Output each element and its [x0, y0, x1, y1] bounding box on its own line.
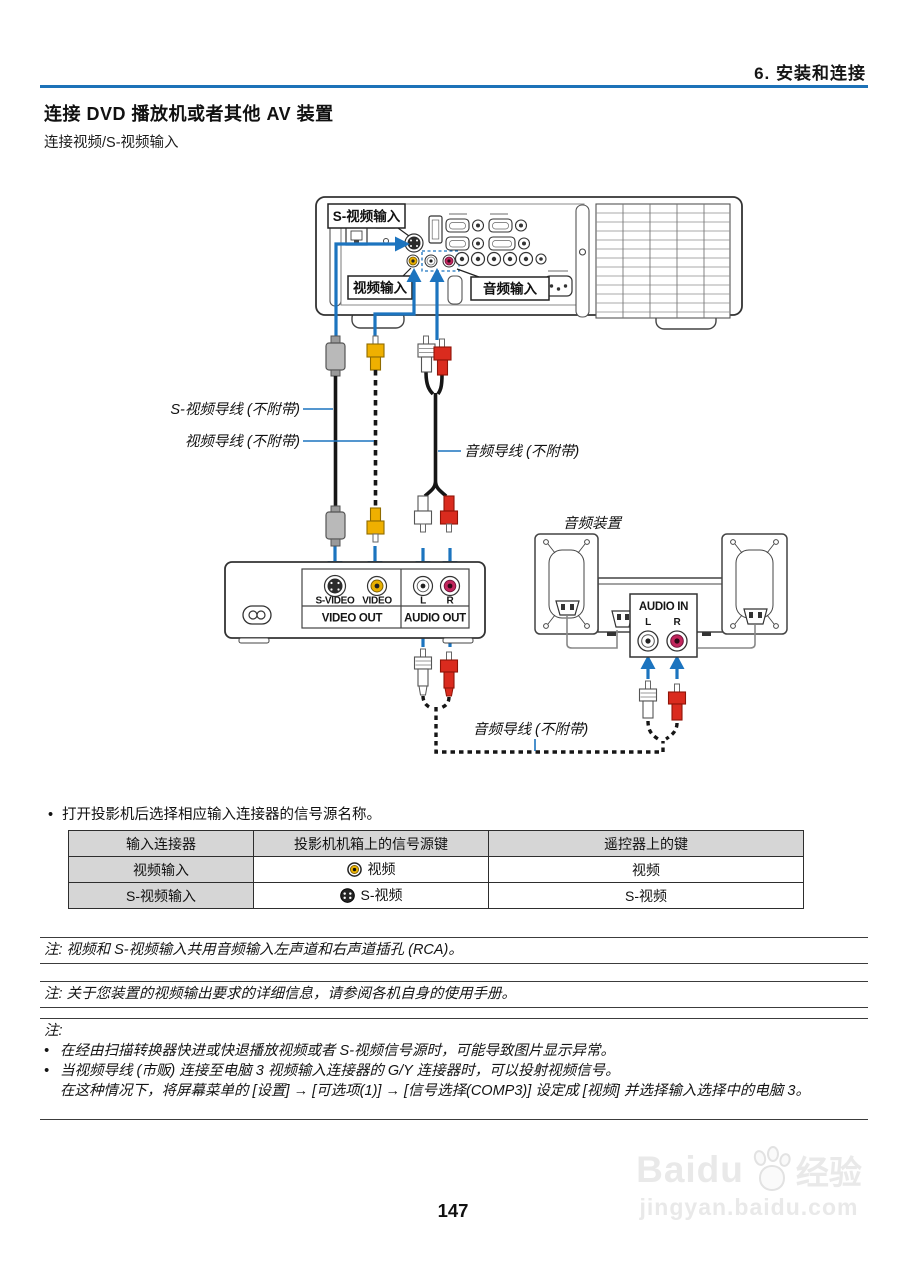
- dvd-s-video-jack-icon: [323, 574, 347, 598]
- blue-connection-arrows: [334, 242, 439, 340]
- audio-cable: [413, 335, 459, 533]
- audio-in-l-jack-icon: [637, 630, 659, 652]
- callout-video-input: 视频输入: [347, 267, 413, 300]
- note-3-label: 注:: [44, 1023, 63, 1039]
- row-source-button: 视频: [367, 861, 396, 878]
- note-rule: [40, 963, 868, 965]
- audio-cable-bottom-label: 音频导线 (不附带): [473, 721, 588, 738]
- col-header-source-button: 投影机机箱上的信号源键: [253, 830, 489, 857]
- table-row-video: 视频输入 视频 视频: [68, 856, 804, 883]
- note-3-bullet-2: • 当视频导线 (市贩) 连接至电脑 3 视频输入连接器的 G/Y 连接器时，可…: [44, 1063, 620, 1079]
- note-rule: [40, 1119, 868, 1121]
- video-rca-icon: [346, 861, 362, 877]
- audio-cable-to-speakers: 音频导线 (不附带): [413, 648, 687, 754]
- s-video-cable-label: S-视频导线 (不附带): [170, 401, 300, 418]
- note-rule: [40, 1018, 868, 1020]
- instruction-line: • 打开投影机后选择相应输入连接器的信号源名称。: [48, 803, 381, 824]
- callout-s-video-input: S-视频输入: [327, 203, 410, 237]
- svg-text:音频输入: 音频输入: [483, 281, 537, 297]
- audio-equipment-illustration: 音频装置: [534, 515, 788, 658]
- svg-text:VIDEO OUT: VIDEO OUT: [322, 613, 383, 625]
- dvd-audio-l-jack-icon: [412, 575, 434, 597]
- video-cable-label: 视频导线 (不附带): [185, 433, 300, 450]
- header-rule: [40, 85, 868, 88]
- note-1: 注: 视频和 S-视频输入共用音频输入左声道和右声道插孔 (RCA)。: [44, 942, 463, 958]
- chapter-header: 6. 安装和连接: [754, 64, 866, 83]
- callout-audio-input: 音频输入: [456, 268, 550, 301]
- watermark-url: jingyan.baidu.com: [639, 1194, 859, 1220]
- svg-text:S-VIDEO: S-VIDEO: [315, 596, 355, 607]
- row-connector: 视频输入: [68, 856, 254, 883]
- projector-illustration: S-视频输入 视频输入 音频输入: [315, 196, 743, 330]
- audio-in-panel: AUDIO IN L R: [629, 593, 698, 658]
- svg-text:VIDEO: VIDEO: [362, 596, 392, 607]
- svg-text:L: L: [645, 617, 651, 628]
- audio-equipment-label: 音频装置: [563, 515, 622, 532]
- row-remote-key: S-视频: [488, 882, 804, 909]
- svg-text:AUDIO IN: AUDIO IN: [639, 601, 688, 613]
- watermark-brand-cn: 经验: [795, 1154, 862, 1191]
- bullet-glyph: •: [48, 807, 54, 823]
- note-3-bullet-1: • 在经由扫描转换器快进或快退播放视频或者 S-视频信号源时，可能导致图片显示异…: [44, 1043, 616, 1059]
- page-subtitle: 连接视频/S-视频输入: [44, 135, 179, 151]
- note-3-bullet-2-continuation: 在这种情况下，将屏幕菜单的 [设置] → [可选项(1)] → [信号选择(CO…: [60, 1083, 810, 1099]
- dvd-video-jack-icon: [366, 575, 388, 597]
- watermark-brand: Baidu: [636, 1149, 744, 1190]
- note-2: 注: 关于您装置的视频输出要求的详细信息，请参阅各机自身的使用手册。: [44, 986, 517, 1002]
- cable-labels: S-视频导线 (不附带) 视频导线 (不附带) 音频导线 (不附带): [170, 401, 579, 460]
- page-number: 147: [437, 1200, 469, 1221]
- dvd-player-illustration: S-VIDEO VIDEO L R VIDEO OUT AUDIO OUT: [224, 561, 486, 644]
- audio-l-port-icon: [424, 254, 438, 268]
- note-rule: [40, 1007, 868, 1009]
- baidu-paw-icon: [753, 1146, 791, 1192]
- video-rca-port-icon: [406, 254, 420, 268]
- signal-source-table: 输入连接器 投影机机箱上的信号源键 遥控器上的键 视频输入 视频 视频 S-视频…: [68, 830, 804, 909]
- audio-r-port-icon: [442, 254, 456, 268]
- page-title: 连接 DVD 播放机或者其他 AV 装置: [44, 104, 334, 124]
- table-header-row: 输入连接器 投影机机箱上的信号源键 遥控器上的键: [68, 830, 804, 857]
- svg-text:S-视频输入: S-视频输入: [333, 208, 401, 224]
- baidu-watermark: Baidu 经验 jingyan.baidu.com: [596, 1146, 902, 1221]
- s-video-port-icon: [404, 233, 424, 253]
- video-cable: [366, 335, 385, 543]
- col-header-connector: 输入连接器: [68, 830, 254, 857]
- svg-text:AUDIO OUT: AUDIO OUT: [404, 613, 466, 625]
- note-3: 注: • 在经由扫描转换器快进或快退播放视频或者 S-视频信号源时，可能导致图片…: [44, 1021, 860, 1101]
- dvd-audio-r-jack-icon: [439, 575, 461, 597]
- svg-text:视频输入: 视频输入: [353, 280, 407, 296]
- col-header-remote-key: 遥控器上的键: [488, 830, 804, 857]
- svg-text:R: R: [447, 596, 455, 607]
- audio-in-r-jack-icon: [666, 630, 688, 652]
- note-rule: [40, 937, 868, 939]
- instruction-text: 打开投影机后选择相应输入连接器的信号源名称。: [62, 807, 381, 823]
- vent-grille-icon: [595, 203, 731, 319]
- svg-text:R: R: [674, 617, 682, 628]
- row-remote-key: 视频: [488, 856, 804, 883]
- s-video-icon: [339, 887, 355, 903]
- audio-cable-label: 音频导线 (不附带): [464, 443, 579, 460]
- row-source-button: S-视频: [360, 887, 403, 904]
- row-connector: S-视频输入: [68, 882, 254, 909]
- table-row-s-video: S-视频输入 S-视频 S-视频: [68, 882, 804, 909]
- note-rule: [40, 981, 868, 983]
- speaker-terminal-icons: [555, 600, 768, 628]
- svg-text:L: L: [420, 596, 426, 607]
